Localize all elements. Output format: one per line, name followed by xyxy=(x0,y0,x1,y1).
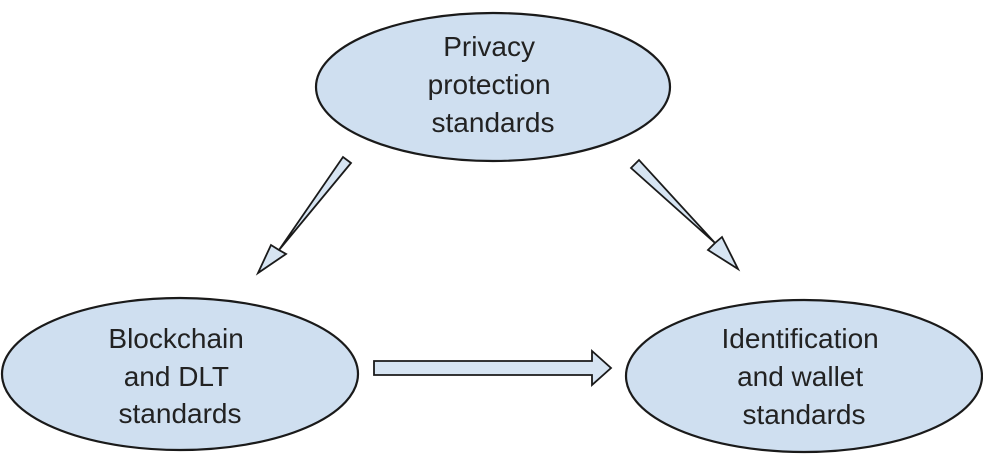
node-label-line: protection xyxy=(428,69,551,100)
node-label-line: standards xyxy=(432,107,555,138)
node-blockchain-dlt: Blockchain and DLT standards xyxy=(0,296,360,452)
node-label-line: Privacy xyxy=(443,31,535,62)
node-label: Blockchain and DLT standards xyxy=(108,323,251,429)
node-label: Privacy protection standards xyxy=(428,31,559,138)
node-ellipse xyxy=(314,11,672,163)
node-label-line: Blockchain xyxy=(108,323,243,354)
node-ellipse xyxy=(624,298,983,454)
node-label: Identification and wallet standards xyxy=(722,323,887,430)
node-label-line: and wallet xyxy=(737,361,863,392)
node-ellipse xyxy=(0,296,360,452)
node-label-line: Identification xyxy=(722,323,879,354)
node-label-line: standards xyxy=(119,398,242,429)
arrow-blockchain-to-identification xyxy=(373,348,613,388)
node-privacy-protection: Privacy protection standards xyxy=(314,11,672,163)
node-label-line: and DLT xyxy=(124,361,229,392)
node-identification-wallet: Identification and wallet standards xyxy=(624,298,983,454)
node-label-line: standards xyxy=(743,399,866,430)
arrow-privacy-to-blockchain xyxy=(255,155,353,276)
arrows-layer xyxy=(255,155,741,388)
arrow-privacy-to-identification xyxy=(629,158,741,272)
